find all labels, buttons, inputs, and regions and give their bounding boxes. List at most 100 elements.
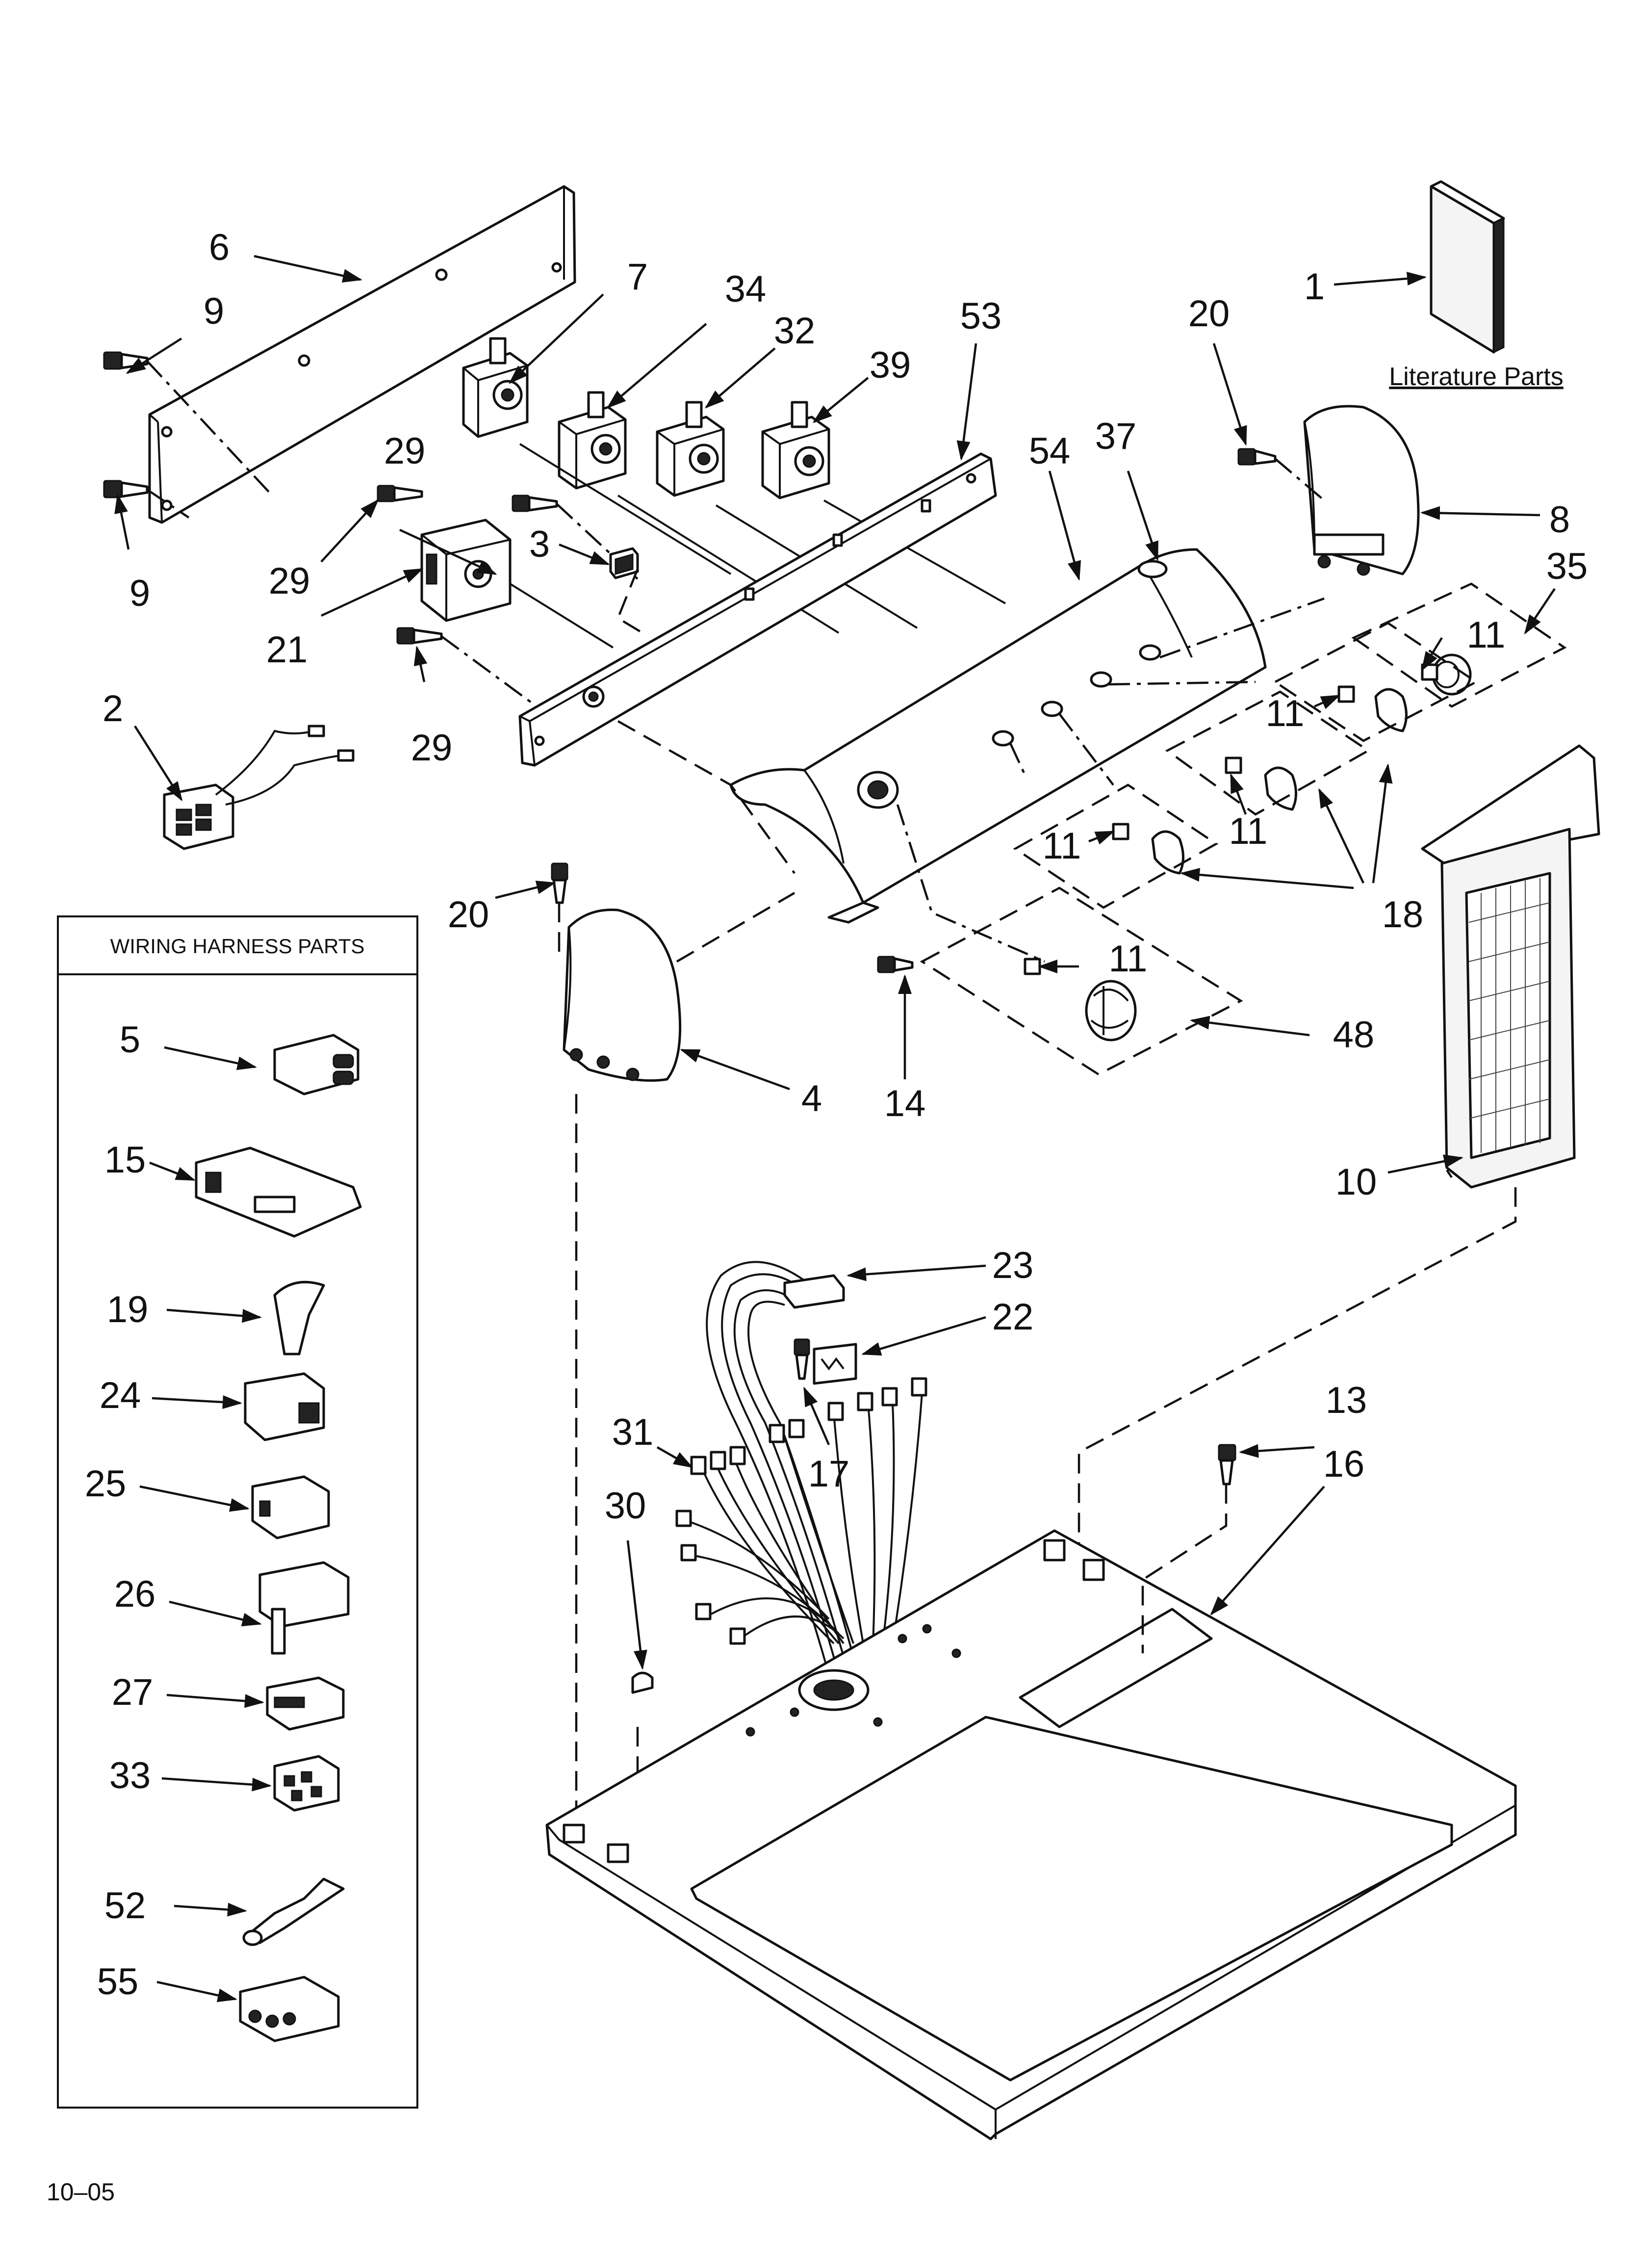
literature-booklet	[1430, 180, 1505, 354]
callout-54: 54	[1029, 430, 1071, 472]
harness-part-33	[273, 1755, 340, 1812]
bracket-22	[813, 1343, 857, 1385]
clip-3	[609, 547, 639, 579]
callout-11-a: 11	[1467, 614, 1506, 656]
screw-29a	[377, 485, 423, 502]
lint-filter-10	[1421, 744, 1600, 1189]
timer-21	[420, 519, 512, 622]
callout-29-c: 29	[411, 727, 453, 769]
screw-9b	[103, 480, 149, 498]
callout-23: 23	[992, 1245, 1034, 1286]
harness-callout-27: 27	[112, 1671, 154, 1713]
callout-4: 4	[801, 1078, 822, 1120]
harness-part-55	[239, 1976, 340, 2042]
callout-13: 13	[1326, 1380, 1367, 1421]
harness-callout-55: 55	[97, 1961, 139, 2003]
harness-part-19	[273, 1280, 325, 1356]
screw-29b	[512, 495, 558, 512]
harness-part-25	[251, 1475, 330, 1539]
terminals-31	[675, 1377, 927, 1645]
callout-14: 14	[884, 1083, 926, 1124]
switch-39	[761, 401, 830, 499]
wiring-harness-box	[57, 915, 418, 2109]
screw-20b	[551, 862, 568, 904]
screw-17	[794, 1338, 810, 1380]
callout-30: 30	[605, 1485, 646, 1527]
screw-29c	[396, 627, 443, 645]
harness-callout-19: 19	[107, 1289, 149, 1330]
callout-22: 22	[992, 1296, 1034, 1338]
switch-7	[462, 337, 529, 438]
knob-18c	[1151, 830, 1184, 875]
switch-32	[656, 401, 725, 497]
clip-30	[631, 1671, 654, 1694]
callout-3: 3	[529, 523, 550, 565]
callout-53: 53	[960, 295, 1002, 337]
callout-17: 17	[808, 1453, 850, 1495]
screw-9a	[103, 351, 149, 370]
footer-date-code: 10–05	[47, 2178, 115, 2206]
callout-6: 6	[209, 227, 230, 268]
callout-1: 1	[1304, 266, 1325, 308]
wiring-harness-title: WIRING HARNESS PARTS	[110, 935, 365, 958]
harness-callout-26: 26	[114, 1573, 156, 1615]
harness-part-15	[195, 1147, 362, 1238]
harness-part-24	[244, 1372, 325, 1441]
callout-11-c: 11	[1229, 810, 1268, 852]
harness-callout-33: 33	[109, 1755, 151, 1797]
callout-20-top: 20	[1188, 293, 1230, 335]
wire-harness	[686, 1261, 923, 1693]
harness-callout-15: 15	[104, 1139, 146, 1181]
callout-7: 7	[627, 256, 648, 298]
callout-21: 21	[266, 629, 308, 671]
callout-11-d: 11	[1043, 825, 1081, 867]
switch-34	[558, 391, 627, 490]
callout-29-b: 29	[269, 560, 310, 602]
callout-39: 39	[870, 344, 911, 386]
callout-18: 18	[1382, 894, 1424, 936]
callout-31: 31	[612, 1411, 654, 1453]
callout-37: 37	[1095, 416, 1137, 457]
knob-18a	[1374, 688, 1408, 732]
harness-part-27	[266, 1676, 345, 1731]
callout-11-b: 11	[1266, 693, 1305, 734]
harness-part-5	[273, 1034, 359, 1095]
clip-11e	[1024, 958, 1041, 975]
clip-11b	[1337, 685, 1355, 703]
harness-part-52	[242, 1877, 345, 1946]
callout-48: 48	[1333, 1014, 1375, 1056]
callout-9-top: 9	[204, 290, 224, 332]
screw-20a	[1237, 448, 1277, 466]
callout-8: 8	[1549, 499, 1570, 541]
screw-14	[877, 956, 914, 973]
harness-callout-5: 5	[120, 1019, 140, 1061]
callout-10: 10	[1335, 1161, 1377, 1203]
console-54	[729, 548, 1267, 924]
callout-9-bottom: 9	[129, 573, 150, 614]
callout-34: 34	[725, 268, 767, 310]
screw-13	[1218, 1444, 1236, 1486]
knob-48	[1085, 980, 1137, 1042]
harness-callout-24: 24	[100, 1375, 141, 1416]
knob-18b	[1264, 766, 1297, 811]
callout-29-a: 29	[384, 430, 426, 472]
clip-11c	[1225, 756, 1242, 774]
rear-bracket	[148, 185, 576, 524]
harness-part-26	[258, 1561, 350, 1655]
literature-parts-label: Literature Parts	[1389, 363, 1564, 391]
control-bracket-53	[518, 452, 997, 767]
top-panel-16	[545, 1529, 1517, 2140]
callout-11-e: 11	[1109, 938, 1148, 980]
leader-lines	[114, 255, 1556, 2002]
harness-callout-25: 25	[85, 1463, 127, 1505]
callout-35: 35	[1546, 546, 1588, 587]
callout-32: 32	[774, 310, 816, 352]
callout-20-bottom: 20	[448, 894, 489, 936]
harness-callout-52: 52	[104, 1885, 146, 1927]
harness-2	[163, 725, 355, 850]
clip-11d	[1112, 823, 1129, 840]
end-cap-4	[563, 908, 682, 1082]
callout-16: 16	[1323, 1443, 1365, 1485]
end-cap-8	[1303, 405, 1420, 576]
